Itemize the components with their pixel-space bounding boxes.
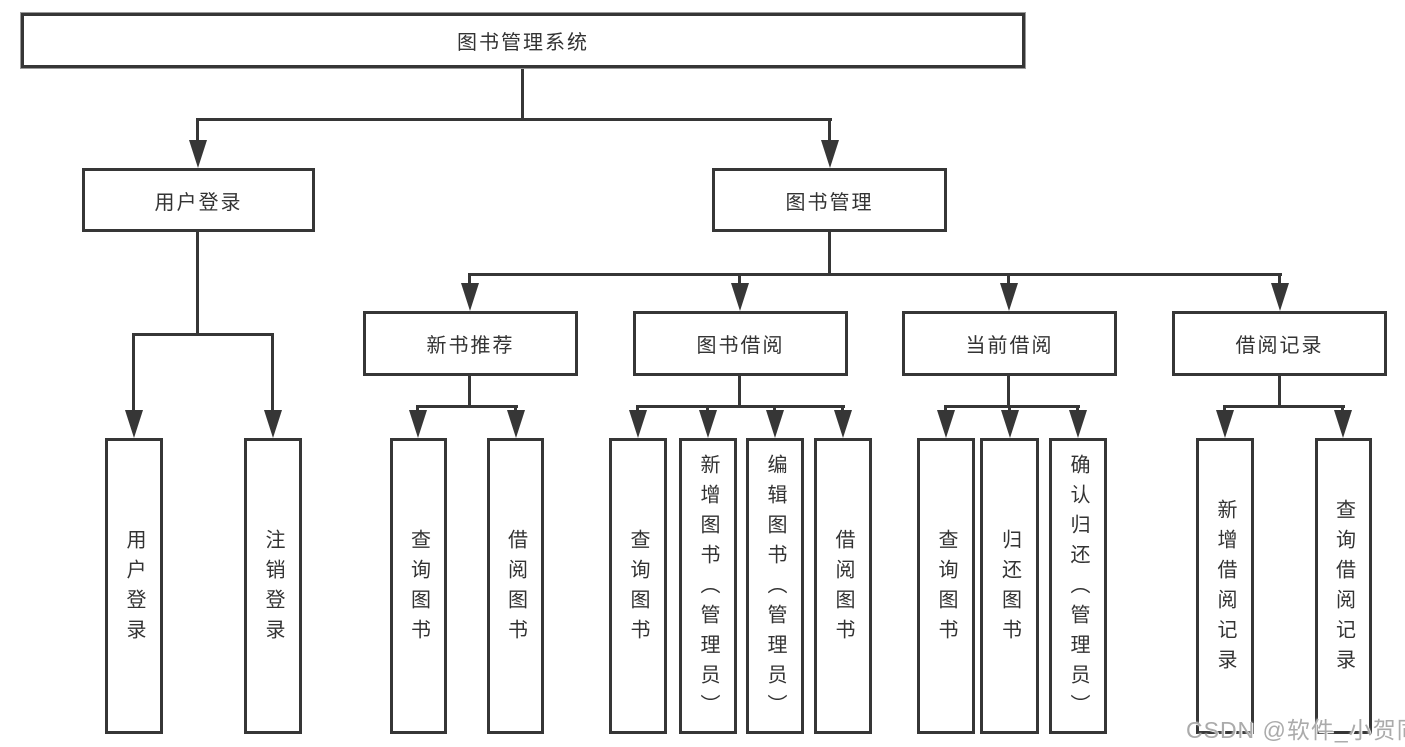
arrow-down-user-login: [189, 140, 207, 168]
connector-bus-records: [1224, 405, 1345, 408]
connector-shaft-leaf: [1008, 405, 1011, 413]
arrow-down-leaf: [937, 410, 955, 438]
connector-user-login-stem: [196, 232, 199, 336]
leaf-borrow-borrow-book: 借阅图书: [814, 438, 872, 734]
leaf-current-return-book: 归还图书: [980, 438, 1039, 734]
arrow-down-leaf: [507, 410, 525, 438]
connector-shaft-leaf: [636, 405, 639, 413]
connector-bus-user-login: [133, 333, 274, 336]
node-user-login: 用户登录: [82, 168, 315, 232]
connector-shaft-book-mgmt: [828, 118, 831, 144]
leaf-borrow-add-book-admin: 新增图书（管理员）: [679, 438, 737, 734]
arrow-down-book-mgmt: [821, 140, 839, 168]
arrow-down-leaf: [1216, 410, 1234, 438]
leaf-records-query-record: 查询借阅记录: [1315, 438, 1372, 734]
leaf-recommend-borrow-book: 借阅图书: [487, 438, 544, 734]
connector-shaft-borrow: [738, 273, 741, 287]
connector-shaft-leaf: [1223, 405, 1226, 413]
leaf-current-query-book: 查询图书: [917, 438, 975, 734]
connector-shaft-leaf: [773, 405, 776, 413]
connector-shaft-user-login: [196, 118, 199, 144]
arrow-down-recommend: [461, 283, 479, 311]
leaf-borrow-edit-book-admin: 编辑图书（管理员）: [746, 438, 804, 734]
leaf-records-add-record: 新增借阅记录: [1196, 438, 1254, 734]
arrow-down-leaf-logout: [264, 410, 282, 438]
arrow-down-borrow: [731, 283, 749, 311]
arrow-down-leaf: [1069, 410, 1087, 438]
connector-bus-level3: [469, 273, 1282, 276]
connector-shaft-recommend: [468, 273, 471, 287]
connector-bus-current: [945, 405, 1080, 408]
connector-shaft-leaf: [1076, 405, 1079, 413]
connector-shaft-leaf-logout: [271, 333, 274, 412]
leaf-user-login: 用户登录: [105, 438, 163, 734]
connector-recommend-stem: [468, 376, 471, 408]
connector-shaft-leaf-login: [132, 333, 135, 412]
node-root-system: 图书管理系统: [21, 13, 1025, 68]
connector-bus-borrow: [637, 405, 845, 408]
arrow-down-leaf: [766, 410, 784, 438]
arrow-down-leaf: [834, 410, 852, 438]
connector-records-stem: [1278, 376, 1281, 408]
arrow-down-leaf: [629, 410, 647, 438]
leaf-logout: 注销登录: [244, 438, 302, 734]
arrow-down-leaf: [699, 410, 717, 438]
node-book-management: 图书管理: [712, 168, 947, 232]
connector-book-mgmt-stem: [828, 232, 831, 276]
arrow-down-leaf: [1001, 410, 1019, 438]
connector-shaft-leaf: [416, 405, 419, 413]
connector-shaft-leaf: [514, 405, 517, 413]
node-borrow-records: 借阅记录: [1172, 311, 1387, 376]
node-new-book-recommend: 新书推荐: [363, 311, 578, 376]
connector-shaft-leaf: [1341, 405, 1344, 413]
connector-shaft-current: [1007, 273, 1010, 287]
connector-shaft-records: [1278, 273, 1281, 287]
node-current-borrow: 当前借阅: [902, 311, 1117, 376]
connector-shaft-leaf: [841, 405, 844, 413]
leaf-recommend-query-book: 查询图书: [390, 438, 447, 734]
connector-current-stem: [1007, 376, 1010, 408]
connector-root-stem: [521, 68, 524, 120]
connector-bus-level2: [197, 118, 832, 121]
leaf-current-confirm-return-admin: 确认归还（管理员）: [1049, 438, 1107, 734]
csdn-watermark: CSDN @软件_小贺同学: [1186, 717, 1405, 743]
arrow-down-leaf: [409, 410, 427, 438]
leaf-borrow-query-book: 查询图书: [609, 438, 667, 734]
arrow-down-leaf: [1334, 410, 1352, 438]
arrow-down-records: [1271, 283, 1289, 311]
arrow-down-leaf-login: [125, 410, 143, 438]
connector-shaft-leaf: [706, 405, 709, 413]
arrow-down-current: [1000, 283, 1018, 311]
connector-borrow-stem: [738, 376, 741, 408]
connector-bus-recommend: [417, 405, 518, 408]
connector-shaft-leaf: [944, 405, 947, 413]
node-book-borrow: 图书借阅: [633, 311, 848, 376]
